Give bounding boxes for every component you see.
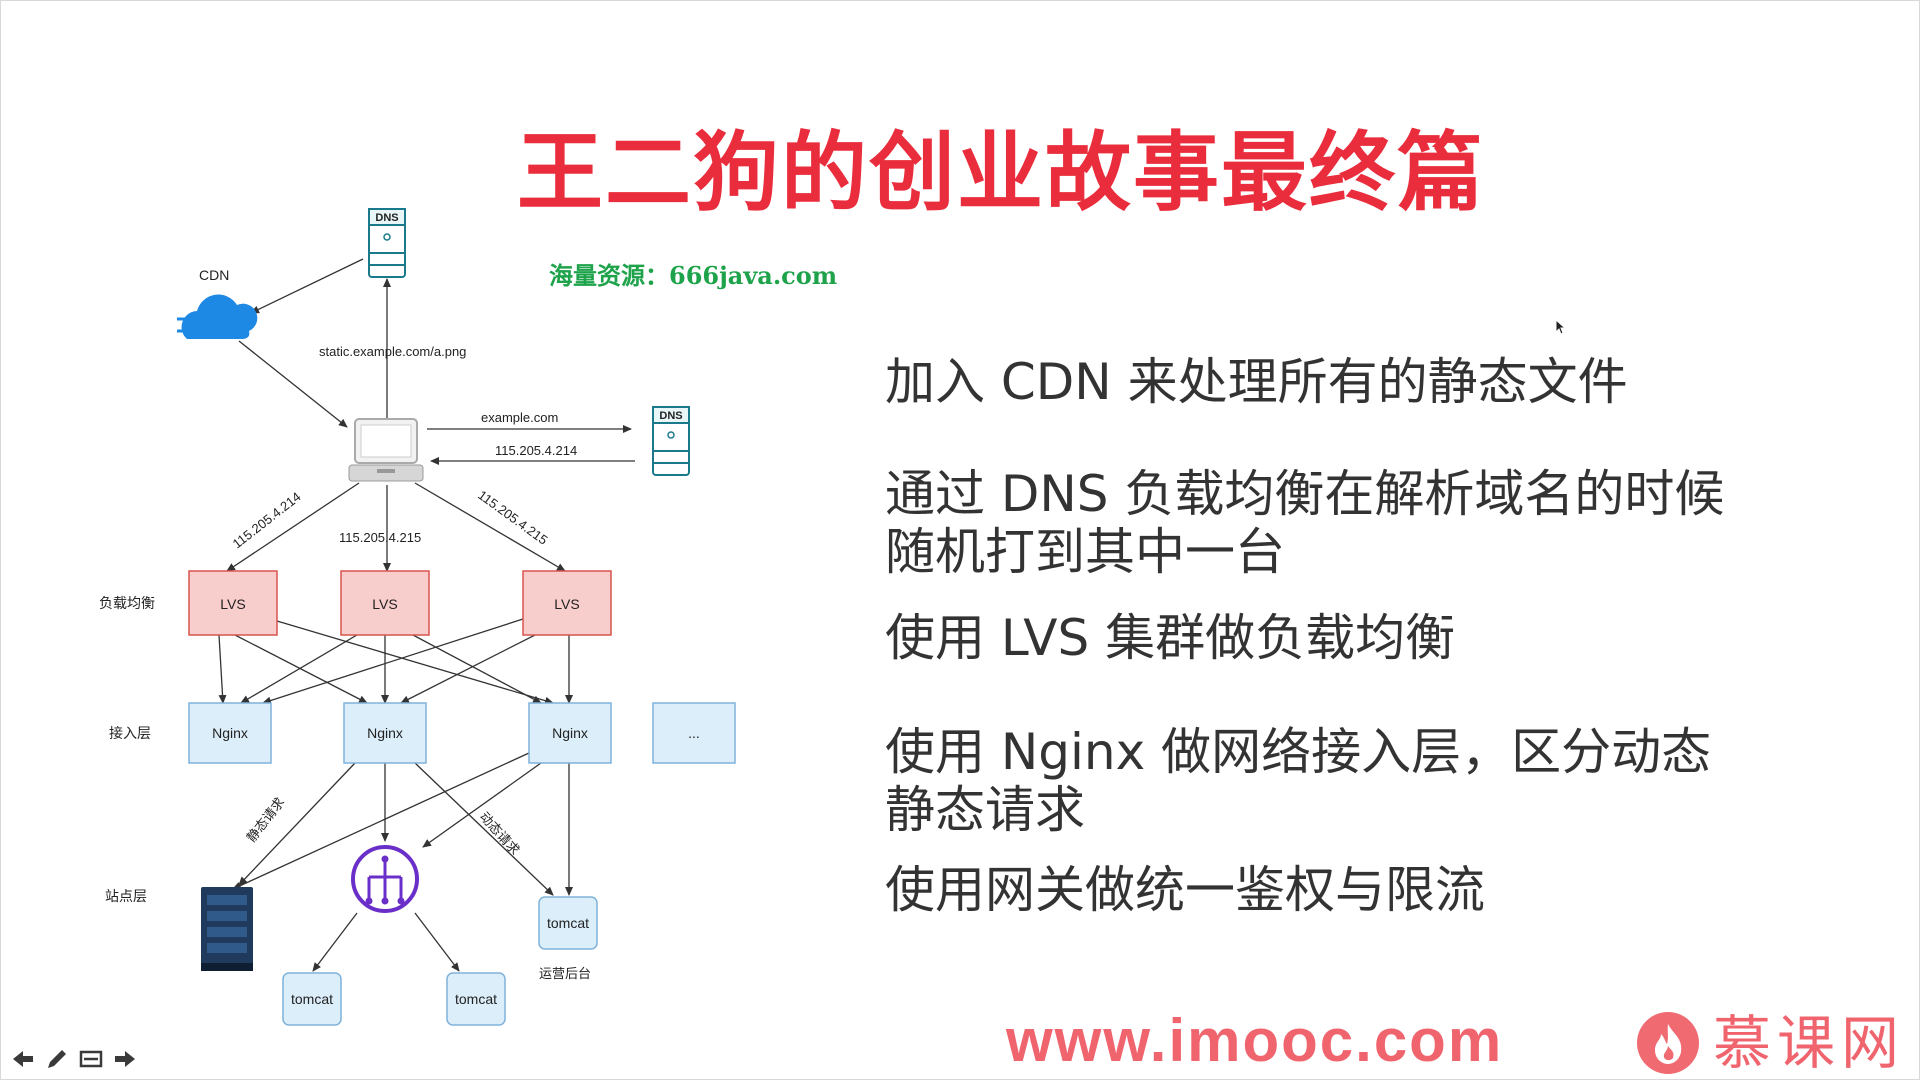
diagram-edges [218, 258, 635, 972]
bullet-line: 使用网关做统一鉴权与限流 [885, 861, 1485, 919]
edge-lvs1-nginx2 [234, 634, 368, 704]
gateway-icon [351, 845, 419, 913]
more-nodes-label: ... [688, 725, 700, 741]
ip-left-label: 115.205.4.214 [230, 489, 304, 551]
bullet-lvs: 使用 LVS 集群做负载均衡 [885, 609, 1765, 667]
bullet-dns: 通过 DNS 负载均衡在解析域名的时候 随机打到其中一台 [885, 465, 1765, 581]
static-server-rack [201, 887, 253, 971]
edge-lvs1-nginx3 [276, 620, 554, 705]
example-domain-label: example.com [481, 410, 558, 425]
dns-server-right: DNS [652, 406, 690, 476]
ops-backend-label: 运营后台 [539, 966, 591, 981]
presentation-toolbar [9, 1045, 139, 1075]
dns-label-right: DNS [659, 410, 682, 422]
layer-label-lb: 负载均衡 [99, 595, 155, 611]
bullet-line: 使用 Nginx 做网络接入层，区分动态 [885, 723, 1712, 781]
slide-title: 王二狗的创业故事最终篇 [517, 123, 1485, 223]
bullet-line: 静态请求 [885, 781, 1085, 839]
tomcat-label: tomcat [455, 991, 497, 1007]
pen-icon[interactable] [43, 1045, 71, 1073]
ip-middle-label: 115.205.4.215 [339, 530, 421, 545]
ip-return-label: 115.205.4.214 [495, 443, 577, 458]
lvs-node-2: LVS [340, 570, 430, 636]
edge-nginx3-static [232, 752, 530, 890]
nginx-node-label: Nginx [552, 725, 588, 741]
layer-label-site: 站点层 [105, 888, 147, 904]
cdn-label: CDN [199, 267, 229, 283]
brand-name: 慕课网 [1713, 1009, 1906, 1077]
edge-dns-to-cdn [250, 258, 364, 314]
nginx-node-more: ... [652, 702, 736, 764]
bullet-line: 加入 CDN 来处理所有的静态文件 [885, 353, 1628, 411]
bullet-line: 通过 DNS 负载均衡在解析域名的时候 [885, 465, 1725, 523]
dns-server-top: DNS [368, 208, 406, 278]
client-laptop [348, 418, 424, 482]
edge-nginx3-gateway [422, 762, 542, 848]
edge-client-to-lvs-3 [414, 482, 566, 572]
cdn-cloud: CDN [177, 267, 258, 339]
brand-url: www.imooc.com [1006, 1007, 1504, 1074]
nginx-node-1: Nginx [188, 702, 272, 764]
lvs-node-1: LVS [188, 570, 278, 636]
dynamic-request-label: 动态请求 [477, 809, 523, 858]
tomcat-node-1: tomcat [282, 972, 342, 1026]
edge-gateway-tomcat2 [414, 912, 460, 972]
edge-lvs3-nginx2 [400, 634, 536, 704]
edge-client-to-lvs-1 [226, 482, 360, 572]
mouse-cursor-icon [1555, 319, 1567, 335]
ip-right-label: 115.205.4.215 [475, 487, 550, 547]
edge-gateway-tomcat1 [312, 912, 358, 972]
lvs-node-label: LVS [220, 596, 245, 612]
arrow-right-icon[interactable] [111, 1045, 139, 1073]
static-url-label: static.example.com/a.png [319, 344, 466, 359]
brand-logo: 慕课网 [1637, 1006, 1917, 1080]
nginx-node-label: Nginx [367, 725, 403, 741]
architecture-diagram: DNS CDN static.example.com/a.png example… [99, 208, 736, 1026]
edge-lvs1-nginx1 [218, 634, 227, 704]
tomcat-ops-node: tomcat [538, 896, 598, 950]
tomcat-node-2: tomcat [446, 972, 506, 1026]
bullet-line: 随机打到其中一台 [885, 523, 1285, 581]
dns-label-top: DNS [375, 212, 398, 224]
slides-icon[interactable] [77, 1045, 105, 1073]
lvs-node-label: LVS [372, 596, 397, 612]
edge-nginx2-ops [414, 762, 554, 896]
cloud-icon [181, 294, 258, 339]
edge-cdn-to-client [238, 340, 348, 428]
nginx-node-3: Nginx [528, 702, 612, 764]
resource-watermark: 海量资源：666java.com [549, 261, 838, 290]
edge-lvs3-nginx1 [262, 618, 524, 705]
edge-nginx2-static [238, 762, 356, 886]
bullet-line: 使用 LVS 集群做负载均衡 [885, 609, 1456, 667]
flame-icon [1637, 1012, 1699, 1074]
tomcat-label: tomcat [291, 991, 333, 1007]
tomcat-label: tomcat [547, 915, 589, 931]
static-request-label: 静态请求 [244, 795, 288, 845]
arrow-left-icon[interactable] [9, 1045, 37, 1073]
nginx-node-2: Nginx [343, 702, 427, 764]
layer-label-access: 接入层 [109, 725, 151, 741]
nginx-node-label: Nginx [212, 725, 248, 741]
bullet-cdn: 加入 CDN 来处理所有的静态文件 [885, 353, 1765, 411]
bullet-gateway: 使用网关做统一鉴权与限流 [885, 861, 1765, 919]
edge-lvs2-nginx3 [412, 634, 542, 704]
edge-lvs2-nginx1 [240, 634, 358, 704]
lvs-node-label: LVS [554, 596, 579, 612]
bullet-nginx: 使用 Nginx 做网络接入层，区分动态 静态请求 [885, 723, 1765, 839]
lvs-node-3: LVS [522, 570, 612, 636]
